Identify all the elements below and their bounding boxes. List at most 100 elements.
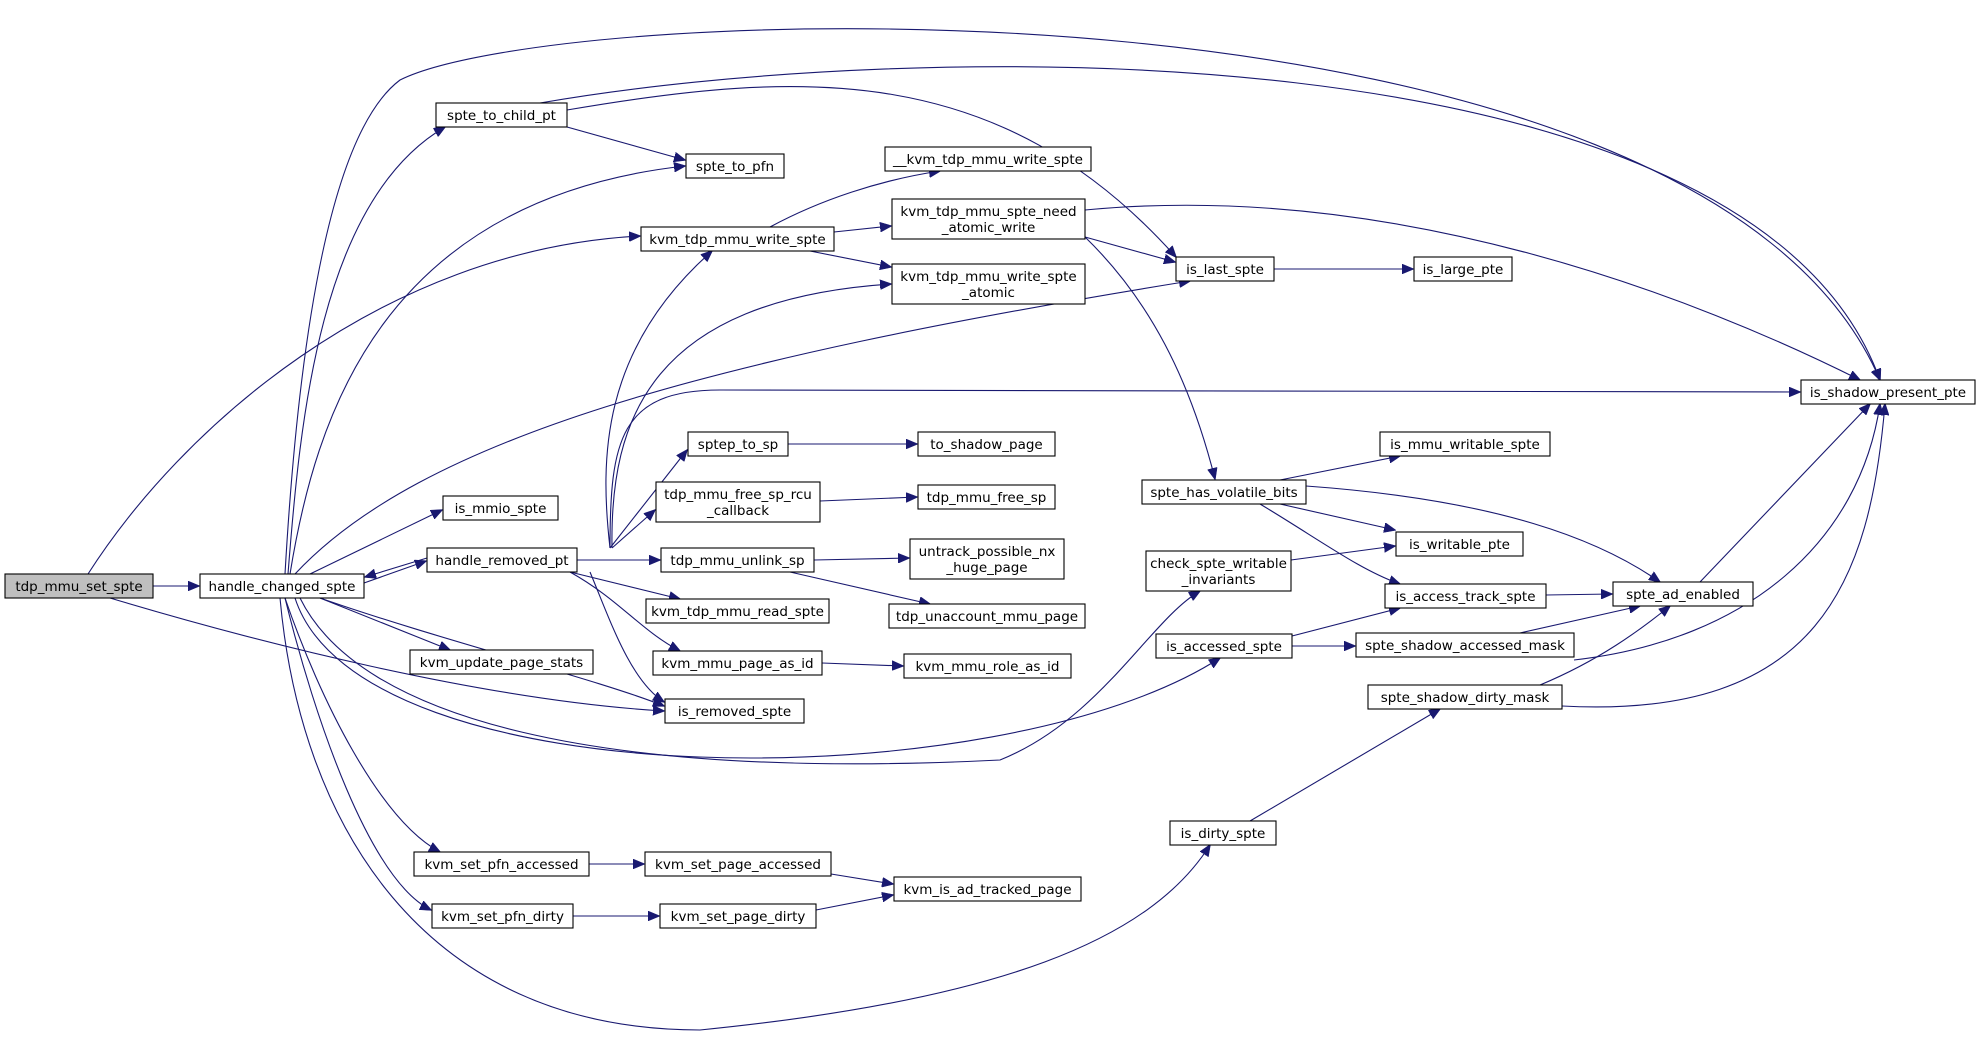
edge-handle-changed-spte-to-kvm-set-pfn-accessed (284, 597, 440, 852)
node-box-is-mmio-spte (442, 495, 559, 521)
edge-handle-changed-spte-to-kvm-update-page-stats (319, 597, 450, 650)
edge-is-accessed-spte-to-is-access-track-spte (1291, 608, 1400, 637)
node-tdp-unaccount-mmu-page[interactable]: tdp_unaccount_mmu_page (888, 603, 1086, 629)
node-kvm-mmu-role-as-id[interactable]: kvm_mmu_role_as_id (903, 653, 1072, 679)
node-label-is-mmio-spte: is_mmio_spte (455, 501, 547, 517)
node-is-access-track-spte[interactable]: is_access_track_spte (1384, 583, 1547, 609)
node-label-tdp-unaccount-mmu-page: tdp_unaccount_mmu_page (896, 609, 1078, 625)
edge-handle-removed-pt-to-kvm-tdp-mmu-read-spte (569, 571, 680, 599)
node-box-spte-to-child-pt (435, 102, 568, 128)
node-box-kvm-set-page-dirty (659, 903, 817, 929)
node-is-dirty-spte[interactable]: is_dirty_spte (1169, 820, 1277, 846)
node-label-kvm-set-pfn-accessed: kvm_set_pfn_accessed (424, 857, 578, 873)
node-label-is-shadow-present-pte: is_shadow_present_pte (1810, 385, 1966, 401)
node-spte-has-volatile-bits[interactable]: spte_has_volatile_bits (1141, 479, 1307, 505)
node-label-untrack-possible-nx-huge-page: _huge_page (945, 560, 1027, 576)
edge-kvm-tdp-mmu-write-spte-to-kvm-tdp-mmu-write-spte (769, 171, 940, 228)
node-label-to-shadow-page: to_shadow_page (930, 437, 1043, 453)
node-is-mmu-writable-spte[interactable]: is_mmu_writable_spte (1379, 431, 1551, 457)
node-spte-shadow-dirty-mask[interactable]: spte_shadow_dirty_mask (1367, 684, 1563, 710)
node-box-handle-changed-spte (199, 573, 365, 599)
node-to-shadow-page[interactable]: to_shadow_page (917, 431, 1056, 457)
node-kvm-set-page-dirty[interactable]: kvm_set_page_dirty (659, 903, 817, 929)
node-tdp-mmu-unlink-sp[interactable]: tdp_mmu_unlink_sp (660, 547, 815, 573)
node-label-kvm-set-pfn-dirty: kvm_set_pfn_dirty (441, 909, 564, 925)
node-handle-changed-spte[interactable]: handle_changed_spte (199, 573, 365, 599)
node-label-kvm-is-ad-tracked-page: kvm_is_ad_tracked_page (903, 882, 1071, 898)
node-label-handle-changed-spte: handle_changed_spte (209, 579, 356, 595)
node-is-large-pte[interactable]: is_large_pte (1413, 256, 1513, 282)
node-kvm-mmu-page-as-id[interactable]: kvm_mmu_page_as_id (652, 650, 823, 676)
edge-kvm-set-page-accessed-to-kvm-is-ad-tracked-page (830, 873, 893, 884)
node-label-kvm-tdp-mmu-spte-need-atomic-write: kvm_tdp_mmu_spte_need (900, 204, 1076, 220)
node-untrack-possible-nx-huge-page[interactable]: untrack_possible_nx_huge_page (909, 538, 1065, 580)
node-kvm-tdp-mmu-write-spte-atomic[interactable]: kvm_tdp_mmu_write_spte_atomic (891, 263, 1086, 305)
node-is-mmio-spte[interactable]: is_mmio_spte (442, 495, 559, 521)
node-label-is-dirty-spte: is_dirty_spte (1181, 826, 1266, 842)
node-label-is-mmu-writable-spte: is_mmu_writable_spte (1390, 437, 1540, 453)
node-kvm-update-page-stats[interactable]: kvm_update_page_stats (409, 649, 594, 675)
node-spte-ad-enabled[interactable]: spte_ad_enabled (1612, 581, 1754, 607)
edge-spte-has-volatile-bits-to-spte-ad-enabled (1305, 485, 1660, 582)
node-label-spte-to-child-pt: spte_to_child_pt (447, 108, 556, 124)
edge-is-access-track-spte-to-spte-ad-enabled (1545, 594, 1612, 595)
edge-spte-has-volatile-bits-to-is-writable-pte (1279, 503, 1395, 530)
node-spte-shadow-accessed-mask[interactable]: spte_shadow_accessed_mask (1355, 632, 1575, 658)
edge-handle-removed-pt-to-kvm-tdp-mmu-write-spte-atomic (611, 284, 891, 549)
node-spte-to-child-pt[interactable]: spte_to_child_pt (435, 102, 568, 128)
node-kvm-set-pfn-dirty[interactable]: kvm_set_pfn_dirty (431, 903, 574, 929)
edge-spte-has-volatile-bits-to-is-access-track-spte (1259, 503, 1400, 584)
node-is-shadow-present-pte[interactable]: is_shadow_present_pte (1800, 379, 1976, 405)
node-box-kvm-mmu-page-as-id (652, 650, 823, 676)
node-is-accessed-spte[interactable]: is_accessed_spte (1155, 633, 1293, 659)
edge-spte-shadow-dirty-mask-to-spte-ad-enabled (1539, 606, 1670, 686)
node-label-untrack-possible-nx-huge-page: untrack_possible_nx (919, 544, 1056, 560)
node-is-removed-spte[interactable]: is_removed_spte (664, 698, 805, 724)
node-is-writable-pte[interactable]: is_writable_pte (1395, 531, 1524, 557)
node-box-is-dirty-spte (1169, 820, 1277, 846)
node-box-to-shadow-page (917, 431, 1056, 457)
node-label-kvm-tdp-mmu-read-spte: kvm_tdp_mmu_read_spte (651, 604, 824, 620)
node-kvm-is-ad-tracked-page[interactable]: kvm_is_ad_tracked_page (893, 876, 1082, 902)
node-box-is-shadow-present-pte (1800, 379, 1976, 405)
edge-handle-changed-spte-to-is-accessed-spte (294, 597, 1220, 759)
edge-handle-removed-pt-to-handle-changed-spte (365, 557, 428, 577)
node-kvm-set-page-accessed[interactable]: kvm_set_page_accessed (644, 851, 832, 877)
node-box-handle-removed-pt (426, 547, 578, 573)
edge-spte-ad-enabled-to-is-shadow-present-pte (1699, 404, 1870, 583)
edge-tdp-mmu-unlink-sp-to-tdp-unaccount-mmu-page (789, 571, 930, 604)
node-label-sptep-to-sp: sptep_to_sp (698, 437, 778, 453)
node-spte-to-pfn[interactable]: spte_to_pfn (685, 153, 785, 179)
edge-handle-changed-spte-to-spte-to-child-pt (287, 127, 445, 575)
node-kvm-tdp-mmu-write-spte[interactable]: __kvm_tdp_mmu_write_spte (884, 146, 1092, 172)
node-kvm-tdp-mmu-write-spte[interactable]: kvm_tdp_mmu_write_spte (640, 226, 835, 252)
node-box-kvm-tdp-mmu-spte-need-atomic-write (891, 198, 1086, 240)
node-kvm-tdp-mmu-read-spte[interactable]: kvm_tdp_mmu_read_spte (645, 598, 830, 624)
node-handle-removed-pt[interactable]: handle_removed_pt (426, 547, 578, 573)
node-label-check-spte-writable-invariants: check_spte_writable (1150, 556, 1287, 572)
node-label-kvm-update-page-stats: kvm_update_page_stats (420, 655, 583, 671)
edge-tdp-mmu-free-sp-rcu-callback-to-tdp-mmu-free-sp (819, 497, 917, 501)
node-box-kvm-tdp-mmu-read-spte (645, 598, 830, 624)
node-box-tdp-mmu-set-spte (4, 573, 154, 599)
edge-spte-to-child-pt-to-is-last-spte (566, 86, 1176, 257)
node-label-spte-has-volatile-bits: spte_has_volatile_bits (1150, 485, 1297, 501)
edge-tdp-mmu-set-spte-to-kvm-tdp-mmu-write-spte (87, 236, 640, 575)
node-box-kvm-tdp-mmu-write-spte-atomic (891, 263, 1086, 305)
node-box-is-mmu-writable-spte (1379, 431, 1551, 457)
edge-spte-has-volatile-bits-to-is-mmu-writable-spte (1279, 456, 1400, 481)
node-sptep-to-sp[interactable]: sptep_to_sp (687, 431, 789, 457)
node-label-kvm-tdp-mmu-write-spte-atomic: _atomic (961, 285, 1015, 301)
node-kvm-set-pfn-accessed[interactable]: kvm_set_pfn_accessed (413, 851, 590, 877)
edge-handle-changed-spte-to-is-shadow-present-pte (284, 28, 1880, 575)
edge-kvm-set-page-dirty-to-kvm-is-ad-tracked-page (815, 895, 893, 911)
node-tdp-mmu-free-sp-rcu-callback[interactable]: tdp_mmu_free_sp_rcu_callback (655, 481, 821, 523)
edge-handle-changed-spte-to-check-spte-writable-invariants (299, 591, 1200, 765)
node-box-is-writable-pte (1395, 531, 1524, 557)
node-is-last-spte[interactable]: is_last_spte (1175, 256, 1275, 282)
node-check-spte-writable-invariants[interactable]: check_spte_writable_invariants (1145, 550, 1292, 592)
node-label-is-access-track-spte: is_access_track_spte (1395, 589, 1535, 605)
node-kvm-tdp-mmu-spte-need-atomic-write[interactable]: kvm_tdp_mmu_spte_need_atomic_write (891, 198, 1086, 240)
edge-kvm-tdp-mmu-write-spte-to-kvm-tdp-mmu-write-spte-atomic (809, 250, 891, 267)
node-tdp-mmu-free-sp[interactable]: tdp_mmu_free_sp (917, 484, 1056, 510)
